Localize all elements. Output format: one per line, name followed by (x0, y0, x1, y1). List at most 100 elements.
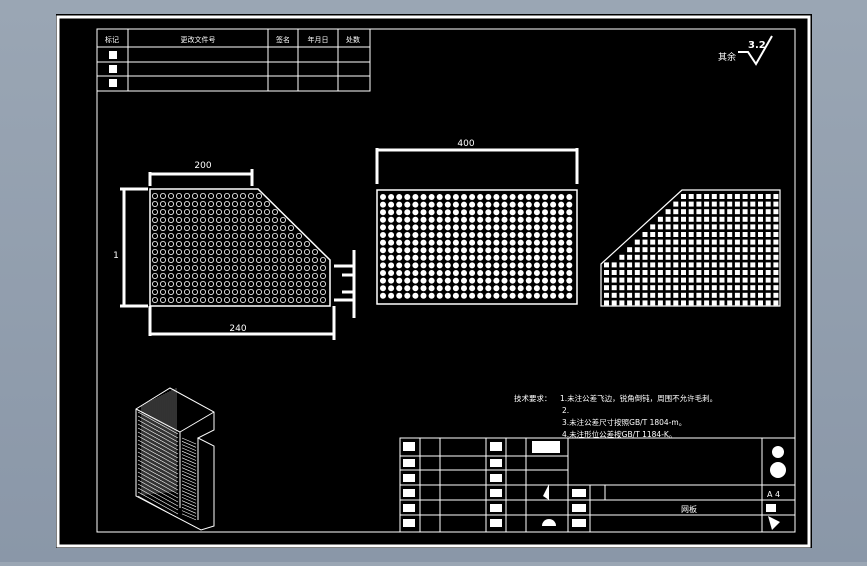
hole (727, 300, 733, 306)
hole (525, 254, 532, 261)
hole (183, 264, 190, 271)
hole (734, 209, 740, 215)
hole (773, 277, 779, 283)
hole (239, 272, 246, 279)
hole (566, 262, 573, 269)
hole (191, 296, 198, 303)
hole (412, 270, 419, 276)
hole (412, 209, 419, 216)
hole (159, 288, 166, 295)
hole (396, 194, 403, 200)
hole (734, 224, 740, 230)
hole (681, 277, 686, 283)
hole (509, 247, 516, 254)
hole (380, 270, 386, 276)
hole (525, 209, 532, 216)
hole (742, 292, 748, 298)
hole (501, 209, 508, 216)
hole (765, 285, 771, 291)
hole (279, 288, 286, 295)
hole (493, 270, 500, 276)
hole (542, 216, 548, 223)
hole (428, 194, 435, 200)
hole (509, 216, 516, 223)
hole (533, 254, 540, 261)
part-name: 网板 (681, 504, 697, 514)
hole (396, 285, 403, 292)
hole (255, 248, 262, 255)
hole (263, 200, 270, 207)
rev-header-3: 年月日 (308, 35, 329, 44)
hole (657, 270, 663, 275)
hole (727, 239, 733, 245)
hole (183, 248, 190, 255)
hole (509, 239, 516, 246)
top-view (375, 148, 579, 305)
hole (627, 300, 633, 306)
hole (719, 216, 725, 222)
hole (517, 277, 524, 284)
hole (287, 248, 294, 255)
hole (279, 296, 286, 303)
hole (183, 256, 190, 263)
hole (444, 285, 451, 292)
hole (711, 216, 717, 222)
hole (444, 216, 451, 223)
hole (742, 239, 748, 245)
hole (303, 272, 310, 279)
hole (517, 209, 524, 216)
hole (295, 272, 302, 279)
hole (525, 194, 532, 200)
hole (634, 285, 640, 291)
hole (619, 277, 625, 283)
hole (412, 292, 419, 299)
hole (183, 208, 190, 215)
hole (167, 240, 174, 247)
hole (388, 285, 395, 292)
hole (681, 292, 686, 298)
hole (279, 248, 286, 255)
hole (167, 248, 174, 255)
hole (388, 216, 395, 223)
hole (665, 209, 671, 215)
hole (199, 288, 206, 295)
hole (380, 232, 386, 238)
hole (263, 288, 270, 295)
side-view-edge (334, 250, 356, 318)
hole (642, 292, 648, 298)
hole (657, 232, 663, 237)
hole (696, 285, 702, 291)
hole (444, 232, 451, 238)
hole (207, 296, 214, 303)
hole (388, 224, 395, 231)
hole (295, 248, 302, 255)
hole (239, 264, 246, 271)
hole (199, 296, 206, 303)
hatch-line (181, 474, 197, 481)
hole (750, 232, 756, 237)
hole (688, 277, 694, 283)
hole (525, 247, 532, 254)
hole (223, 208, 230, 215)
hatch-line (181, 480, 197, 488)
hatch-line (181, 457, 197, 465)
hole (477, 292, 484, 299)
hole (404, 201, 411, 208)
hole (380, 292, 386, 299)
hole (525, 216, 532, 223)
hole (263, 232, 270, 239)
hole (183, 192, 190, 199)
hole (207, 248, 214, 255)
hole (711, 285, 717, 291)
hole (271, 296, 278, 303)
hole (558, 224, 565, 231)
hole (704, 216, 710, 222)
hole (477, 277, 484, 284)
hole (650, 270, 656, 275)
roughness-symbol-icon (738, 35, 773, 66)
hole (271, 224, 278, 231)
hole (734, 300, 740, 306)
hole (303, 296, 310, 303)
